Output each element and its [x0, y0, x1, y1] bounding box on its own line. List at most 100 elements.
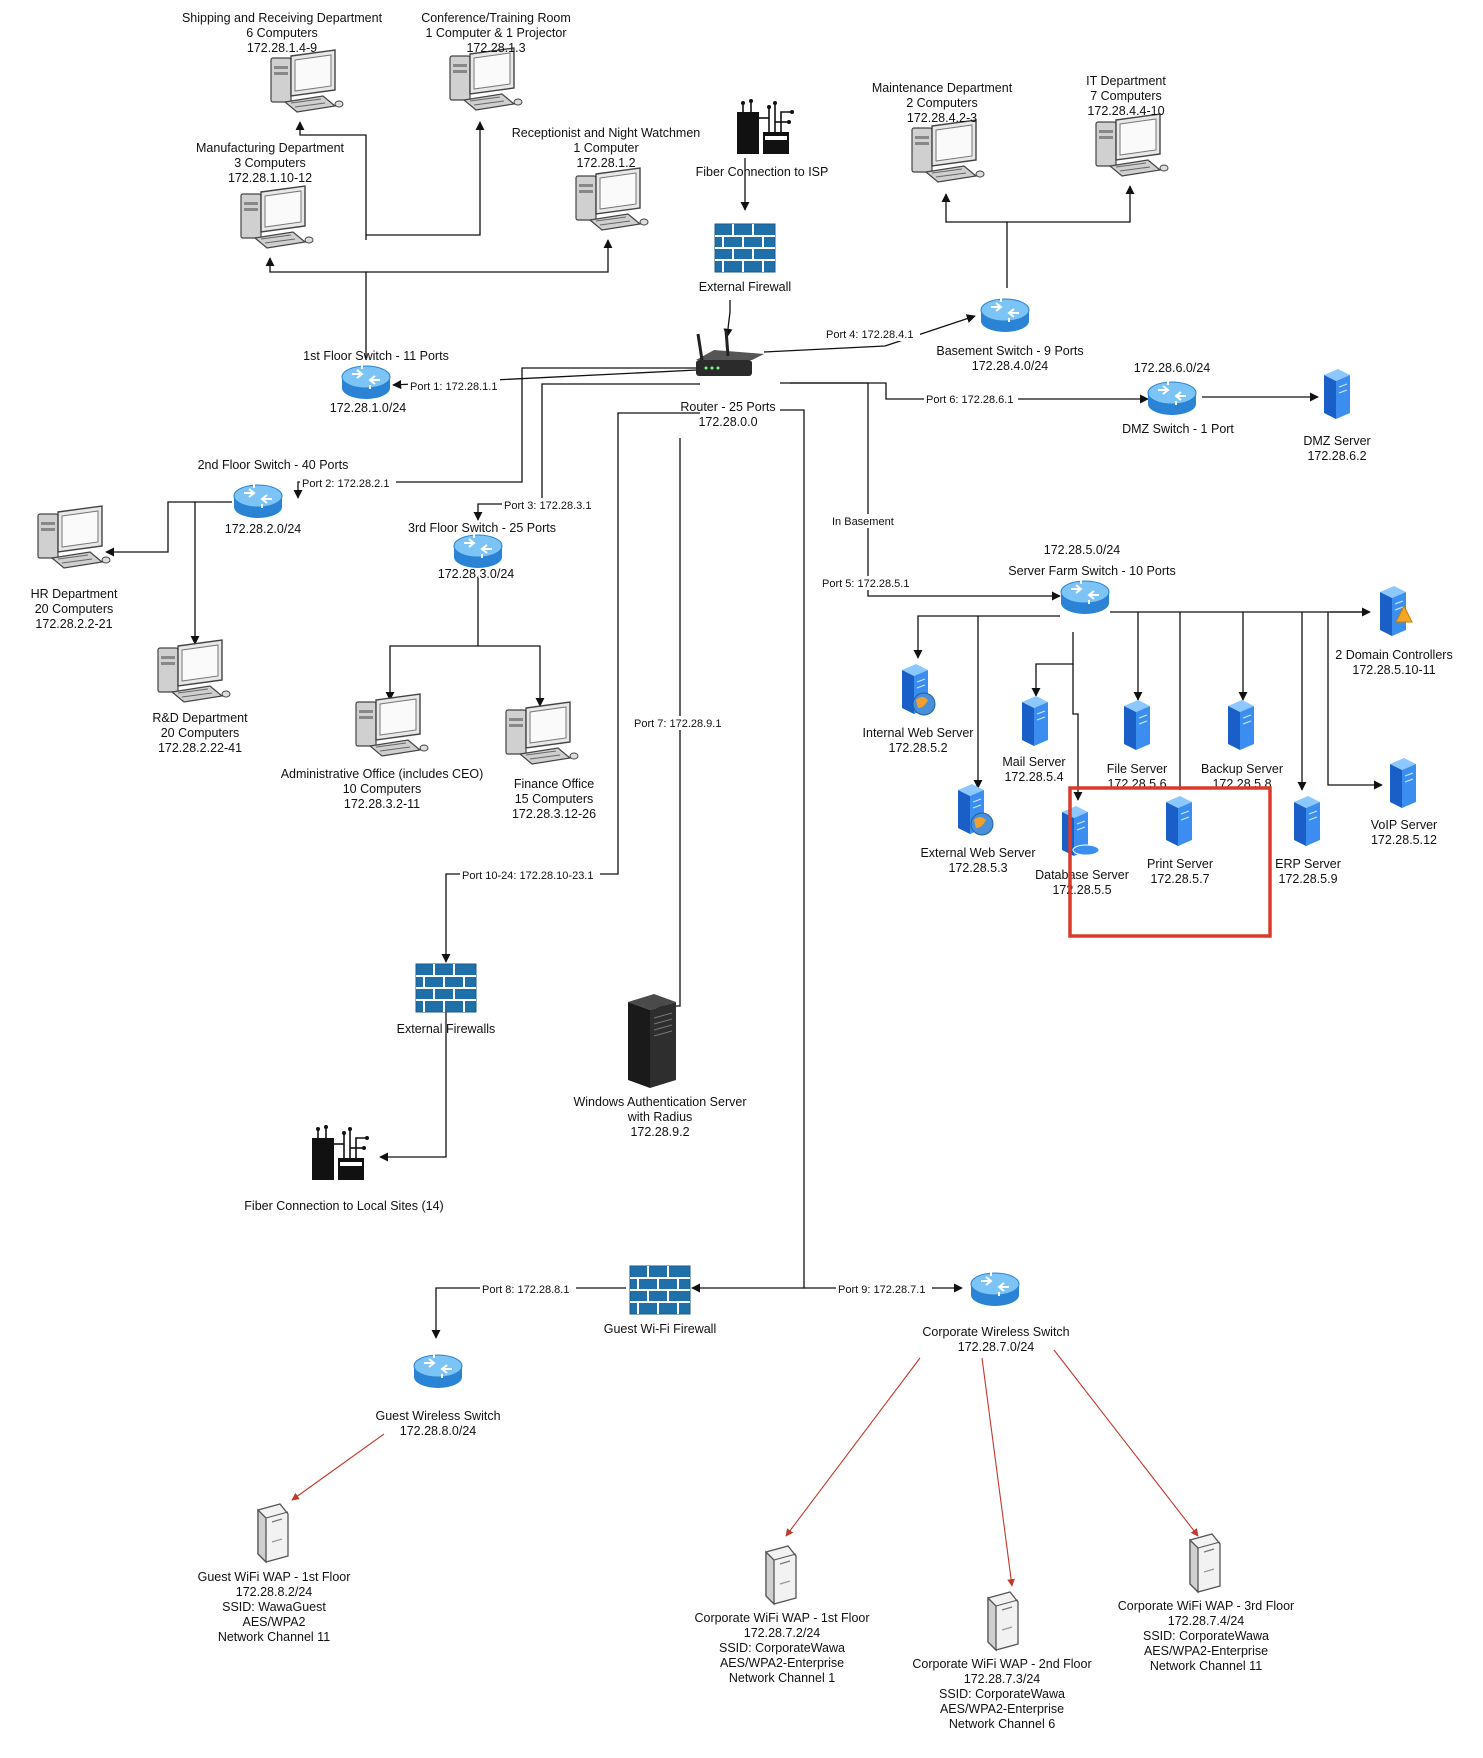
port-4-label: Port 4: 172.28.4.1	[826, 329, 913, 341]
link-basement-maintenance	[941, 193, 1008, 288]
finance-computer-icon	[505, 701, 579, 765]
port-1-label: Port 1: 172.28.1.1	[410, 381, 497, 393]
internal-web-server-icon	[901, 663, 936, 716]
link-sf-voip	[1327, 612, 1383, 790]
guest-wireless-switch-icon	[413, 1353, 463, 1389]
conference-computer-icon	[449, 47, 523, 111]
link-router-extfirewalls	[441, 412, 700, 963]
admin-computer-icon	[355, 693, 429, 757]
floor2-switch-icon	[233, 483, 283, 519]
shipping-computer-icon	[270, 49, 344, 113]
guest-firewall-label: Guest Wi-Fi Firewall	[604, 1322, 717, 1336]
it-computer-icon	[1095, 113, 1169, 177]
domain-controller-icon	[1379, 585, 1413, 637]
fiber-local-icon	[311, 1124, 370, 1181]
corp-wap3-icon	[1189, 1533, 1221, 1593]
tower-server-icon	[628, 994, 676, 1088]
link-firewall-router	[723, 300, 733, 338]
corp-wap2-icon	[987, 1591, 1019, 1651]
database-server-icon	[1061, 805, 1100, 857]
link-router-floor2	[293, 367, 700, 499]
manufacturing-computer-icon	[240, 185, 314, 249]
link-floor2-hr	[105, 501, 232, 557]
port-5-label: Port 5: 172.28.5.1	[822, 578, 909, 590]
dmz-server-icon	[1323, 368, 1351, 420]
backup-server-icon	[1227, 699, 1255, 751]
fiber-isp-label: Fiber Connection to ISP	[696, 165, 829, 179]
floor1-switch-icon	[341, 364, 391, 400]
port-7-label: Port 7: 172.28.9.1	[634, 718, 721, 730]
corp-wireless-switch-icon	[970, 1271, 1020, 1307]
link-floor3-admin	[385, 578, 479, 701]
link-floor1-shipping	[295, 121, 367, 240]
link-basement-it	[1007, 185, 1135, 223]
rd-computer-icon	[157, 639, 231, 703]
admin-label: Administrative Office (includes CEO)10 C…	[281, 767, 484, 811]
guest-firewall-icon	[629, 1265, 691, 1315]
link-router-basement	[763, 314, 976, 353]
port-labels: Port 1: 172.28.1.1 Port 2: 172.28.2.1 Po…	[300, 327, 1018, 1296]
dmz-switch-icon	[1147, 380, 1197, 416]
external-firewall-label: External Firewall	[699, 280, 791, 294]
floor3-switch-icon	[453, 533, 503, 569]
voip-server-icon	[1389, 757, 1417, 809]
file-server-icon	[1123, 699, 1151, 751]
guest-wap-icon	[257, 1503, 289, 1563]
link-floor3-finance	[478, 645, 545, 707]
hr-computer-icon	[37, 505, 111, 569]
link-guest-wap	[291, 1433, 385, 1501]
link-corp-wap3	[1053, 1349, 1199, 1537]
link-corp-wap2	[981, 1357, 1015, 1587]
port-2-label: Port 2: 172.28.2.1	[302, 478, 389, 490]
link-router-serverfarm	[780, 382, 1061, 601]
mail-server-icon	[1021, 695, 1049, 747]
port-3-label: Port 3: 172.28.3.1	[504, 500, 591, 512]
highlight-box	[1068, 786, 1272, 938]
receptionist-computer-icon	[575, 167, 649, 231]
external-firewall-icon	[714, 223, 776, 273]
external-firewalls-label: External Firewalls	[397, 1022, 496, 1036]
in-basement-label: In Basement	[832, 516, 894, 528]
external-firewalls-icon	[415, 963, 477, 1013]
corp-wap1-icon	[765, 1545, 797, 1605]
link-extfw-fiber	[379, 1012, 447, 1162]
erp-server-icon	[1293, 795, 1321, 847]
port-6-label: Port 6: 172.28.6.1	[926, 394, 1013, 406]
connections	[105, 121, 1383, 1587]
link-sf-internal-web	[913, 615, 1060, 659]
server-farm-switch-icon	[1060, 579, 1110, 615]
port-8-label: Port 8: 172.28.8.1	[482, 1284, 569, 1296]
